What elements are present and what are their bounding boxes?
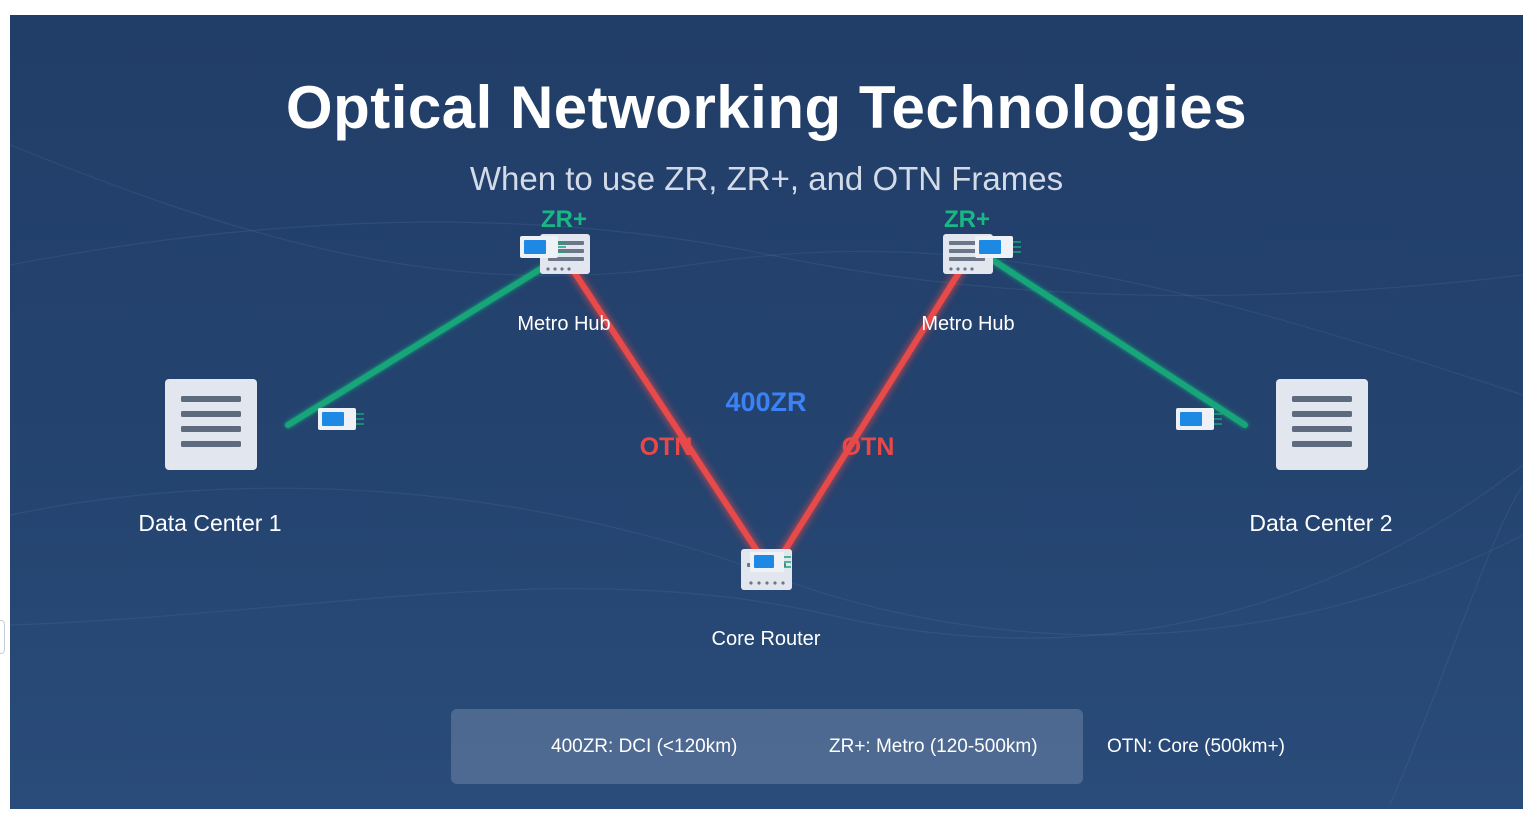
data-center-1-label: Data Center 1 bbox=[138, 510, 281, 536]
optical-transceiver-icon bbox=[1176, 408, 1222, 430]
optical-transceiver-icon bbox=[520, 236, 566, 258]
otn-left-label: OTN bbox=[640, 433, 693, 461]
metro-hub-left-device[interactable] bbox=[520, 234, 590, 274]
zr400-label: 400ZR bbox=[725, 387, 806, 417]
optical-transceiver-icon bbox=[975, 236, 1021, 258]
page-title: Optical Networking Technologies bbox=[285, 74, 1248, 141]
side-handle[interactable] bbox=[0, 620, 5, 654]
router-icon[interactable] bbox=[741, 549, 792, 590]
legend-item-otn: OTN: Core (500km+) bbox=[1107, 736, 1285, 757]
server-rack-icon[interactable] bbox=[1276, 379, 1368, 470]
metro-hub-right-label: Metro Hub bbox=[921, 313, 1014, 335]
zrplus-right-label: ZR+ bbox=[944, 206, 990, 233]
otn-right-label: OTN bbox=[842, 433, 895, 461]
data-center-2-label: Data Center 2 bbox=[1249, 510, 1392, 536]
diagram-canvas: ZR+ ZR+ Metro Hub Metro Hub 400ZR OTN OT… bbox=[10, 15, 1523, 809]
optical-transceiver-icon bbox=[750, 552, 791, 572]
server-rack-icon[interactable] bbox=[165, 379, 257, 470]
optical-transceiver-icon bbox=[318, 408, 364, 430]
zrplus-left-label: ZR+ bbox=[541, 206, 587, 233]
metro-hub-left-label: Metro Hub bbox=[517, 313, 610, 335]
legend-item-400zr: 400ZR: DCI (<120km) bbox=[551, 736, 738, 757]
link-otn-left bbox=[560, 252, 768, 566]
link-zrplus-left bbox=[285, 254, 563, 428]
metro-hub-right-device[interactable] bbox=[943, 234, 1021, 274]
network-diagram: ZR+ ZR+ Metro Hub Metro Hub 400ZR OTN OT… bbox=[10, 144, 1523, 806]
background-waves bbox=[10, 144, 1523, 806]
legend-item-zrplus: ZR+: Metro (120-500km) bbox=[829, 736, 1038, 757]
legend-panel bbox=[451, 709, 1083, 784]
link-otn-right bbox=[774, 252, 973, 566]
page-subtitle: When to use ZR, ZR+, and OTN Frames bbox=[469, 160, 1064, 197]
link-zrplus-right bbox=[985, 254, 1248, 428]
core-router-label: Core Router bbox=[712, 628, 821, 650]
